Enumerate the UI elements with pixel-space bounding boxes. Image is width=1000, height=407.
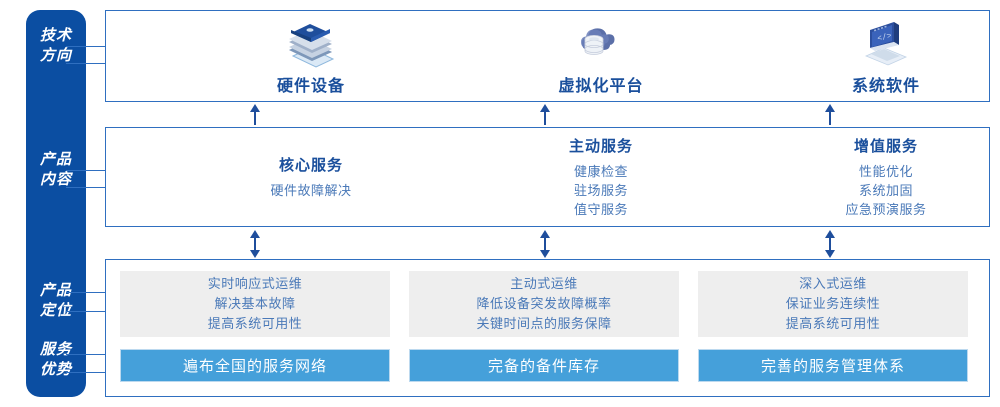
positioning-line: 解决基本故障: [214, 296, 296, 311]
cloud-database-icon: [573, 16, 629, 68]
connector-stub-positioning-bottom: [66, 311, 106, 312]
advantage-bar-label: 完善的服务管理体系: [760, 358, 905, 375]
laptop-code-icon: </>: [858, 16, 914, 68]
positioning-line: 降低设备突发故障概率: [476, 296, 612, 311]
connector-stub-positioning-top: [66, 292, 106, 293]
rail-label-product-content: 产品 内容: [26, 150, 86, 190]
content-title-core-service: 核心服务: [278, 157, 343, 174]
rail-label-line1: 产品: [39, 282, 72, 299]
arrow-up-system-software: [823, 104, 837, 131]
tech-column-virtualization[interactable]: 虚拟化平台: [491, 11, 711, 101]
positioning-box-realtime[interactable]: 实时响应式运维 解决基本故障 提高系统可用性: [120, 271, 390, 337]
connector-stub-tech-bottom: [66, 63, 106, 64]
content-title-active-service: 主动服务: [568, 138, 633, 155]
positioning-box-indepth[interactable]: 深入式运维 保证业务连续性 提高系统可用性: [698, 271, 968, 337]
advantage-bar-spare-parts[interactable]: 完备的备件库存: [409, 349, 679, 382]
arrow-double-active-service: [538, 230, 552, 263]
content-column-active-service[interactable]: 主动服务 健康检查 驻场服务 值守服务: [491, 128, 711, 226]
rail-label-line2: 方向: [39, 47, 72, 64]
arrow-double-value-added-service: [823, 230, 837, 263]
rail-label-line1: 服务: [39, 341, 72, 358]
content-item: 应急预演服务: [845, 202, 927, 217]
positioning-line: 提高系统可用性: [785, 316, 881, 331]
positioning-line: 深入式运维: [799, 276, 867, 291]
advantage-bar-label: 遍布全国的服务网络: [182, 358, 327, 375]
connector-stub-content-top: [66, 170, 106, 171]
rail-label-line2: 内容: [39, 171, 72, 188]
content-item: 性能优化: [858, 164, 913, 179]
connector-stub-tech-top: [66, 46, 106, 47]
tech-column-system-software[interactable]: </> 系统软件: [776, 11, 996, 101]
tech-title-virtualization: 虚拟化平台: [558, 78, 644, 95]
server-stack-icon: [283, 16, 339, 68]
positioning-line: 提高系统可用性: [207, 316, 303, 331]
connector-stub-advantage-top: [66, 354, 106, 355]
arrow-up-virtualization: [538, 104, 552, 131]
positioning-box-proactive[interactable]: 主动式运维 降低设备突发故障概率 关键时间点的服务保障: [409, 271, 679, 337]
tech-column-hardware[interactable]: 硬件设备: [201, 11, 421, 101]
content-item: 硬件故障解决: [270, 183, 352, 198]
tech-title-system-software: 系统软件: [851, 78, 920, 95]
rail-label-line1: 产品: [39, 151, 72, 168]
content-item: 系统加固: [858, 183, 913, 198]
positioning-line: 实时响应式运维: [207, 276, 303, 291]
rail-label-tech-direction: 技术 方向: [26, 26, 86, 66]
content-column-value-added-service[interactable]: 增值服务 性能优化 系统加固 应急预演服务: [776, 128, 996, 226]
advantage-bar-label: 完备的备件库存: [487, 358, 600, 375]
positioning-line: 主动式运维: [510, 276, 578, 291]
rail-label-line1: 技术: [39, 27, 72, 44]
rail-label-line2: 优势: [39, 361, 72, 378]
content-item: 健康检查: [573, 164, 628, 179]
content-item: 值守服务: [573, 202, 628, 217]
connector-stub-content-bottom: [66, 187, 106, 188]
positioning-line: 保证业务连续性: [785, 296, 881, 311]
content-title-value-added-service: 增值服务: [853, 138, 918, 155]
advantage-bar-service-network[interactable]: 遍布全国的服务网络: [120, 349, 390, 382]
content-item: 驻场服务: [573, 183, 628, 198]
positioning-line: 关键时间点的服务保障: [476, 316, 612, 331]
panel-tech-direction: 硬件设备 虚拟化平台: [105, 10, 990, 102]
arrow-double-core-service: [248, 230, 262, 263]
panel-positioning-advantage: 实时响应式运维 解决基本故障 提高系统可用性 主动式运维 降低设备突发故障概率 …: [105, 259, 990, 397]
panel-product-content: 核心服务 硬件故障解决 主动服务 健康检查 驻场服务 值守服务 增值服务 性能优…: [105, 127, 990, 227]
arrow-up-hardware: [248, 104, 262, 131]
rail-label-service-advantage: 服务 优势: [26, 340, 86, 380]
rail-label-line2: 定位: [39, 302, 72, 319]
connector-stub-advantage-bottom: [66, 372, 106, 373]
content-column-core-service[interactable]: 核心服务 硬件故障解决: [201, 128, 421, 226]
advantage-bar-management-system[interactable]: 完善的服务管理体系: [698, 349, 968, 382]
left-rail: [26, 10, 86, 397]
rail-label-product-positioning: 产品 定位: [26, 281, 86, 321]
tech-title-hardware: 硬件设备: [276, 78, 345, 95]
svg-text:</>: </>: [877, 32, 893, 44]
